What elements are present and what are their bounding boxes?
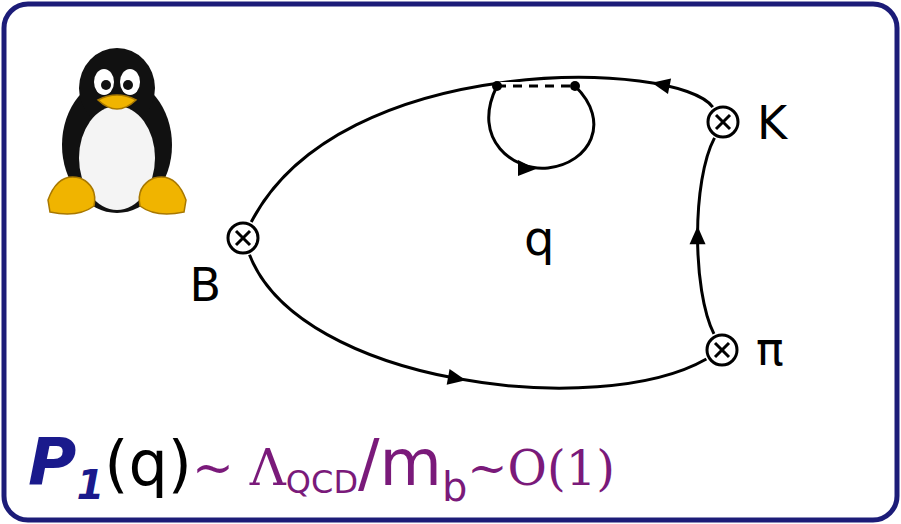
dashed-propagator [497, 85, 575, 88]
vertex-label: π [756, 326, 784, 372]
quark-label: q [524, 214, 554, 262]
vertex-label: K [757, 100, 787, 146]
quark-loop [489, 86, 594, 168]
circled-cross [704, 332, 740, 368]
arrow-head [652, 78, 671, 94]
formula-part: ~ Λ [192, 443, 286, 493]
circled-cross [225, 220, 261, 256]
penguin-icon [48, 48, 186, 214]
formula-part: ~O(1) [467, 444, 615, 492]
vertex-node: K [705, 104, 741, 140]
vertex-node: π [704, 332, 740, 368]
arrow-head [690, 226, 706, 244]
quark-line [690, 138, 715, 334]
circled-cross [705, 104, 741, 140]
quark-line [250, 255, 707, 388]
formula-part: b [442, 467, 467, 507]
formula-part: P [28, 430, 76, 496]
arrow-head [447, 369, 466, 385]
formula-part: QCD [286, 466, 358, 498]
loop-arrow [518, 160, 536, 176]
formula: P1(q)~ ΛQCD/mb~O(1) [28, 430, 615, 496]
gap-mask [497, 82, 575, 90]
quark-line-path [250, 255, 707, 388]
formula-part: (q) [104, 433, 192, 495]
formula-part: 1 [76, 465, 104, 505]
frame-border [4, 4, 897, 520]
quark-line-path [251, 77, 712, 222]
vertex-node: B [225, 220, 261, 256]
quark-line [251, 77, 712, 222]
formula-part: /m [358, 431, 442, 495]
vertex-label: B [189, 262, 221, 308]
